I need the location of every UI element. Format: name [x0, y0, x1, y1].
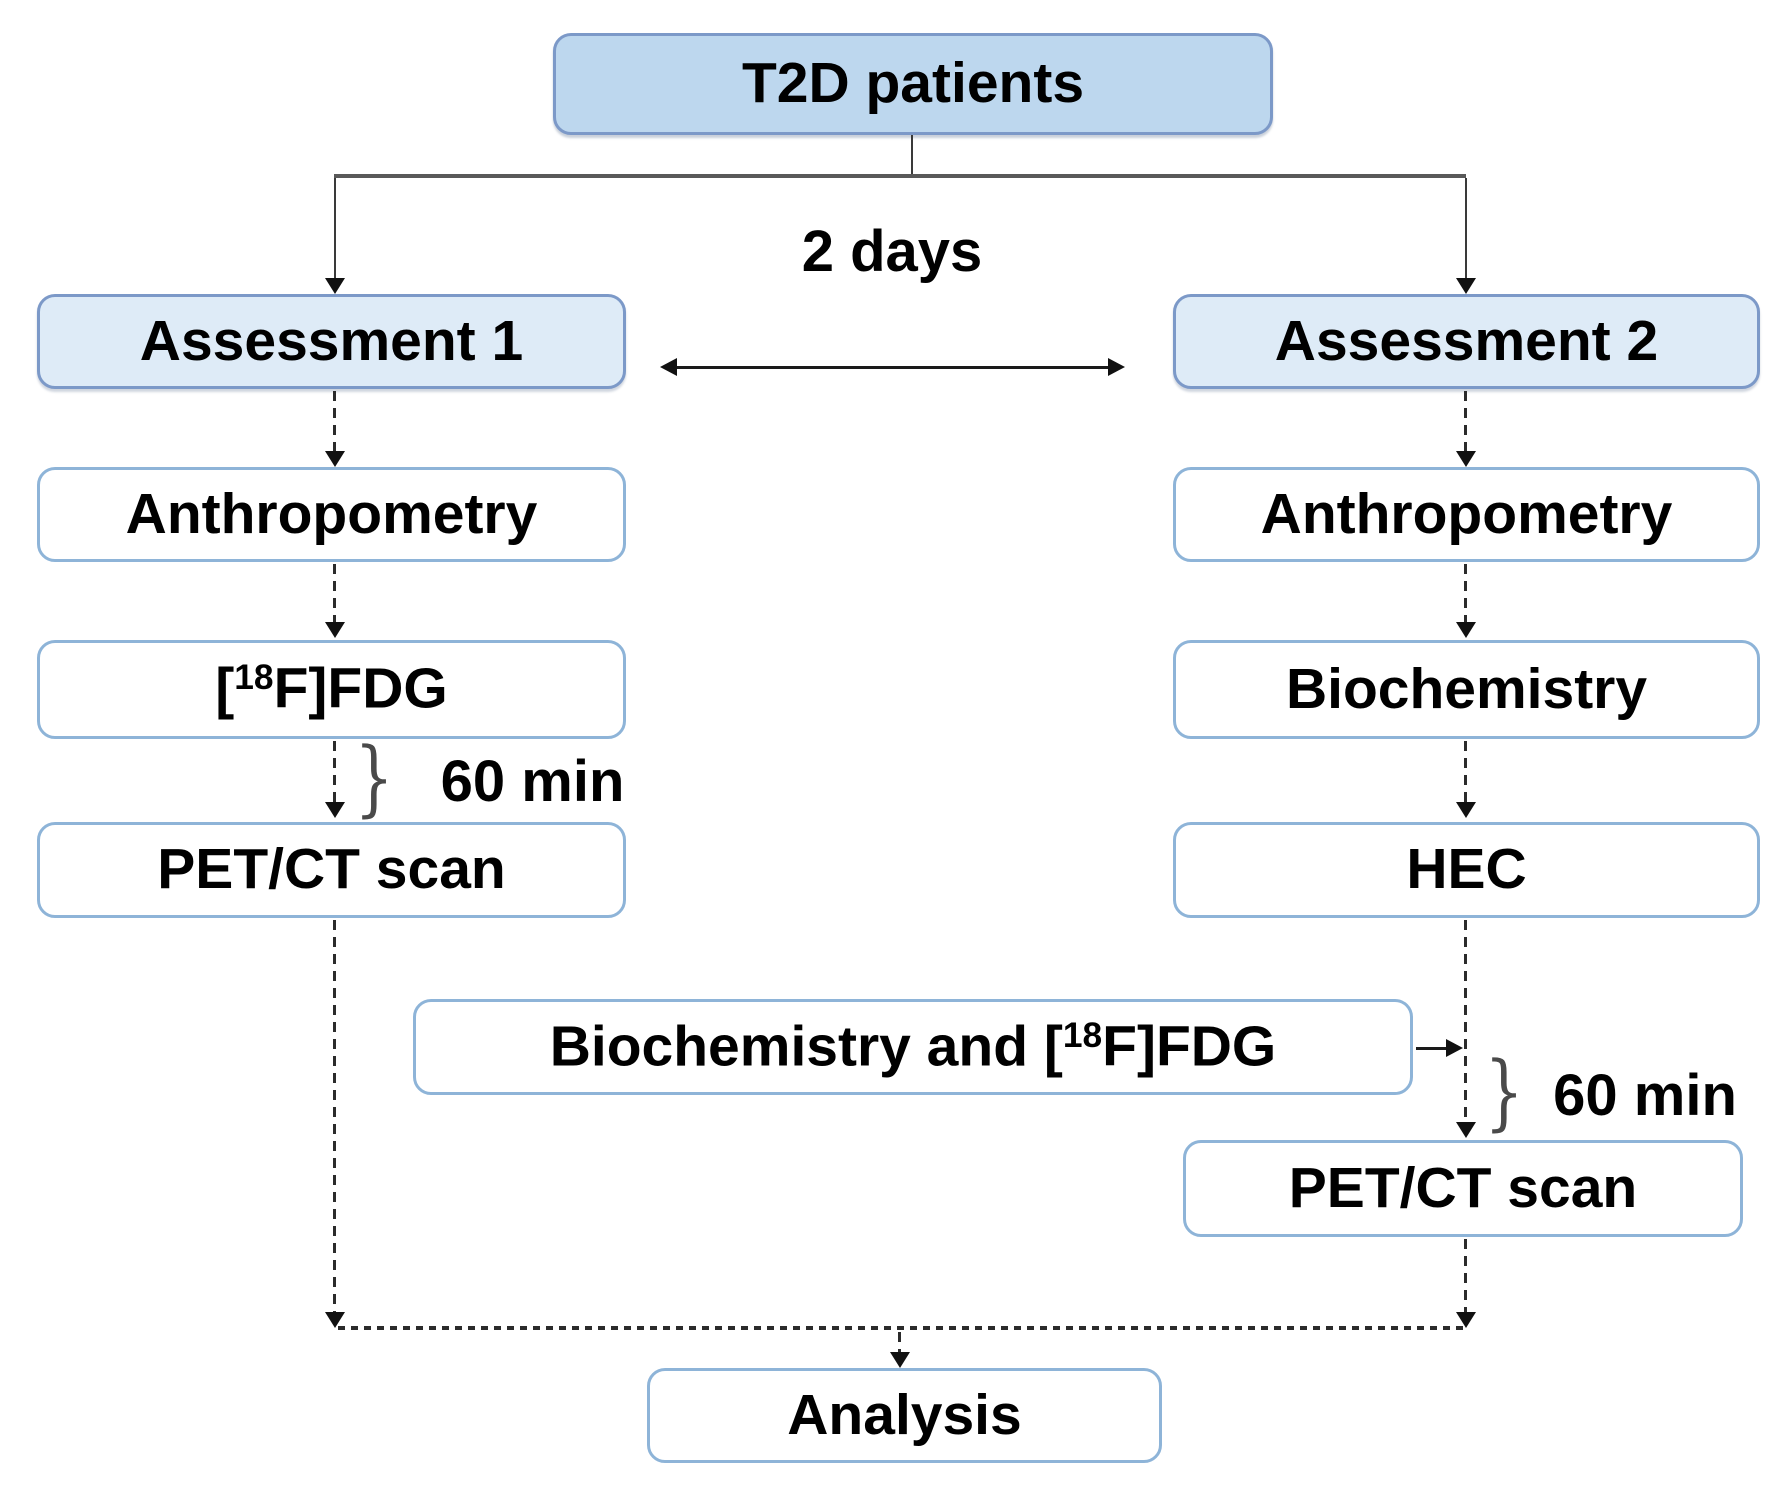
t2d-patients-label: T2D patients	[741, 51, 1085, 116]
fdg-label-post: F]FDG	[273, 656, 448, 721]
arrowhead-down-right-icon	[1456, 278, 1476, 294]
arrowhead-down-icon	[1456, 451, 1476, 467]
dashed-connector-left-long	[333, 920, 336, 1312]
biochemistry-label: Biochemistry	[1285, 656, 1648, 721]
arrowhead-down-left-icon	[325, 278, 345, 294]
arrowhead-down-icon	[1456, 622, 1476, 638]
anthropometry-right-node: Anthropometry	[1173, 467, 1760, 562]
arrowhead-down-icon	[325, 451, 345, 467]
assessment-2-label: Assessment 2	[1274, 308, 1659, 373]
dashed-connector-analysis	[898, 1332, 901, 1354]
fdg-label-pre: [	[215, 656, 235, 721]
connector-splitter	[334, 174, 1466, 178]
interval-label: 2 days	[801, 219, 983, 284]
dashed-connector-right-3	[1464, 741, 1467, 804]
dashed-connector-right-2	[1464, 564, 1467, 624]
arrowhead-down-icon	[325, 1312, 345, 1328]
biochemistry-node: Biochemistry	[1173, 640, 1760, 739]
dashed-connector-left-2	[333, 564, 336, 624]
biochem-fdg-label: Biochemistry and [18F]FDG	[549, 1014, 1277, 1079]
arrowhead-down-icon	[325, 802, 345, 818]
petct-right-label: PET/CT scan	[1288, 1155, 1638, 1220]
biochem-fdg-label-post: F]FDG	[1102, 1014, 1277, 1079]
fdg-label-sup: 18	[234, 658, 274, 698]
arrowhead-down-icon	[890, 1352, 910, 1368]
petct-left-label: PET/CT scan	[157, 837, 506, 902]
arrowhead-down-icon	[1456, 1122, 1476, 1138]
analysis-label: Analysis	[787, 1382, 1022, 1447]
biochem-fdg-node: Biochemistry and [18F]FDG	[413, 999, 1413, 1095]
wait-left-label: 60 min	[440, 749, 625, 814]
dashed-connector-right-1	[1464, 391, 1467, 453]
dashed-connector-left-3	[333, 741, 336, 804]
connector-drop-left	[334, 178, 336, 280]
connector-t2d-stub	[911, 135, 913, 176]
assessment-1-label: Assessment 1	[139, 308, 524, 373]
biochem-fdg-label-sup: 18	[1062, 1015, 1103, 1055]
dashed-connector-right-5	[1464, 1239, 1467, 1312]
arrowhead-left-icon	[660, 358, 677, 376]
fdg-label: [18F]FDG	[215, 659, 447, 719]
convergence-line	[338, 1326, 1466, 1330]
t2d-patients-node: T2D patients	[553, 33, 1273, 135]
wait-right-label: 60 min	[1553, 1063, 1737, 1128]
dashed-connector-right-4	[1464, 920, 1467, 1124]
anthropometry-right-label: Anthropometry	[1260, 481, 1673, 546]
fdg-node: [18F]FDG	[37, 640, 626, 739]
assessment-2-node: Assessment 2	[1173, 294, 1760, 389]
interval-double-arrow	[676, 366, 1110, 369]
analysis-node: Analysis	[647, 1368, 1162, 1463]
assessment-1-node: Assessment 1	[37, 294, 626, 389]
arrowhead-down-icon	[1456, 1312, 1476, 1328]
biochem-fdg-label-pre: Biochemistry and [	[549, 1014, 1063, 1079]
arrowhead-down-icon	[1456, 802, 1476, 818]
connector-drop-right	[1465, 178, 1467, 280]
anthropometry-left-node: Anthropometry	[37, 467, 626, 562]
petct-right-node: PET/CT scan	[1183, 1140, 1743, 1237]
arrowhead-right-icon	[1108, 358, 1125, 376]
anthropometry-left-label: Anthropometry	[125, 481, 538, 546]
arrowhead-down-icon	[325, 622, 345, 638]
biochem-fdg-connector	[1416, 1047, 1448, 1050]
brace-right: }	[1484, 1045, 1524, 1140]
petct-left-node: PET/CT scan	[37, 822, 626, 918]
brace-left: }	[354, 731, 394, 826]
arrowhead-right-icon	[1446, 1039, 1463, 1057]
dashed-connector-left-1	[333, 391, 336, 453]
hec-node: HEC	[1173, 822, 1760, 918]
hec-label: HEC	[1406, 837, 1527, 902]
